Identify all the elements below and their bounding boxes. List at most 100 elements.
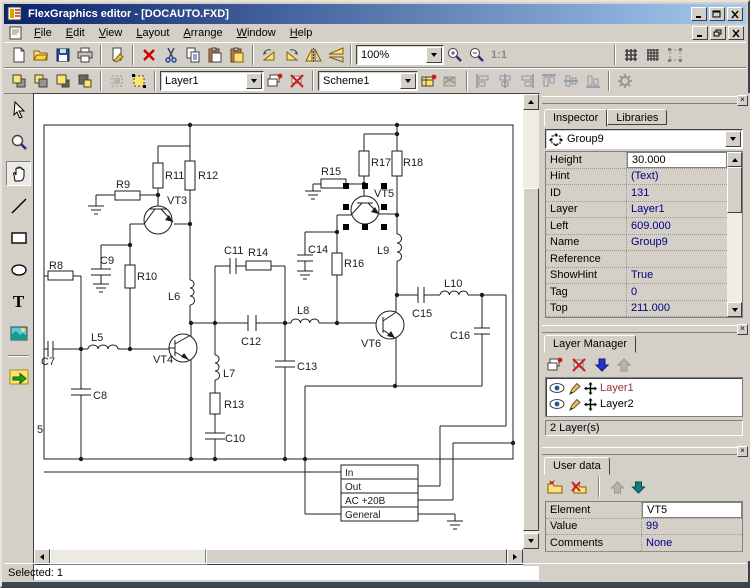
mdi-minimize-button[interactable] [692,26,708,40]
bring-to-front-button[interactable] [8,70,30,92]
align-top-button[interactable] [538,70,560,92]
grid-dense-button[interactable] [642,44,664,66]
layer-manager-splitter[interactable]: × [542,324,748,335]
add-scheme-button[interactable] [418,70,440,92]
tab-libraries[interactable]: Libraries [607,109,668,125]
close-icon[interactable]: × [737,446,748,457]
property-row[interactable]: Hint(Text) [546,168,727,185]
send-backward-button[interactable] [74,70,96,92]
align-middle-button[interactable] [560,70,582,92]
move-layer-icon[interactable] [584,381,597,395]
align-bottom-button[interactable] [582,70,604,92]
property-row[interactable]: Reference [546,251,727,268]
zoom-out-button[interactable] [466,44,488,66]
cut-button[interactable] [160,44,182,66]
layer-row-layer1[interactable]: Layer1 [547,380,741,396]
open-button[interactable] [30,44,52,66]
paste-button[interactable] [204,44,226,66]
delete-object-button[interactable] [106,44,128,66]
add-layer-button[interactable] [264,70,286,92]
edit-pencil-icon[interactable] [568,398,581,411]
inspector-splitter[interactable]: × [542,95,748,106]
delete-button[interactable] [138,44,160,66]
close-icon[interactable]: × [737,324,748,335]
ungroup-button[interactable] [128,70,150,92]
pointer-tool[interactable] [6,97,31,122]
bring-forward-button[interactable] [52,70,74,92]
horizontal-scroll-thumb[interactable] [50,549,206,565]
delete-scheme-button[interactable] [440,70,462,92]
zoom-combo[interactable]: 100% [356,45,444,65]
object-selector-combo[interactable]: Group9 [545,129,743,149]
scroll-right-button[interactable] [507,549,523,565]
chevron-down-icon[interactable] [400,73,416,89]
move-layer-up-icon[interactable] [616,357,632,373]
line-tool[interactable] [6,193,31,218]
edit-pencil-icon[interactable] [568,382,581,395]
ellipse-tool[interactable] [6,257,31,282]
user-data-editor[interactable]: VT5 [642,502,742,518]
flip-vertical-button[interactable] [324,44,346,66]
close-button[interactable] [727,7,743,21]
layer-combo[interactable]: Layer1 [160,71,264,91]
layer-name[interactable]: Layer2 [600,398,634,410]
horizontal-scrollbar[interactable] [34,549,523,565]
property-grid-scrollbar[interactable] [727,152,742,317]
rectangle-tool[interactable] [6,225,31,250]
delete-record-icon[interactable] [570,480,588,495]
scheme-combo[interactable]: Scheme1 [318,71,418,91]
rotate-left-button[interactable] [258,44,280,66]
print-button[interactable] [74,44,96,66]
menu-arrange[interactable]: Arrange [183,27,223,39]
close-icon[interactable]: × [737,95,748,106]
menu-help[interactable]: Help [289,27,313,39]
vertical-scrollbar[interactable] [523,94,539,549]
minimize-button[interactable] [691,7,707,21]
visibility-eye-icon[interactable] [549,398,565,410]
menu-edit[interactable]: Edit [65,27,85,39]
zoom-in-button[interactable] [444,44,466,66]
property-value-editor[interactable]: 30.000 [627,152,727,168]
chevron-down-icon[interactable] [725,131,741,147]
mdi-close-button[interactable] [728,26,744,40]
move-record-up-icon[interactable] [610,480,625,495]
tab-inspector[interactable]: Inspector [544,109,608,127]
scroll-thumb[interactable] [727,167,742,213]
flip-horizontal-button[interactable] [302,44,324,66]
pan-tool[interactable] [6,161,31,186]
chevron-down-icon[interactable] [246,73,262,89]
group-button[interactable] [106,70,128,92]
scroll-up-button[interactable] [727,152,742,167]
chevron-down-icon[interactable] [426,47,442,63]
move-layer-icon[interactable] [584,397,597,411]
grid-button[interactable] [620,44,642,66]
mdi-restore-button[interactable] [710,26,726,40]
scroll-up-button[interactable] [523,94,539,110]
menu-view[interactable]: View [98,27,123,39]
settings-gear-button[interactable] [614,70,636,92]
move-record-down-icon[interactable] [631,480,646,495]
snap-to-grid-button[interactable] [664,44,686,66]
layer-row-layer2[interactable]: Layer2 [547,396,741,412]
add-layer-icon[interactable] [546,357,564,373]
rotate-right-button[interactable] [280,44,302,66]
maximize-button[interactable] [709,7,725,21]
scroll-down-button[interactable] [523,533,539,549]
visibility-eye-icon[interactable] [549,382,565,394]
vertical-scroll-thumb[interactable] [523,188,539,531]
zoom-actual-button[interactable]: 1:1 [491,49,507,61]
title-bar[interactable]: FlexGraphics editor - [DOCAUTO.FXD] [4,4,746,24]
insert-symbol-tool[interactable] [6,364,31,389]
tab-layer-manager[interactable]: Layer Manager [544,335,636,353]
document-icon[interactable] [9,26,23,40]
scroll-left-button[interactable] [34,549,50,565]
layer-name[interactable]: Layer1 [600,382,634,394]
delete-layer-button[interactable] [286,70,308,92]
